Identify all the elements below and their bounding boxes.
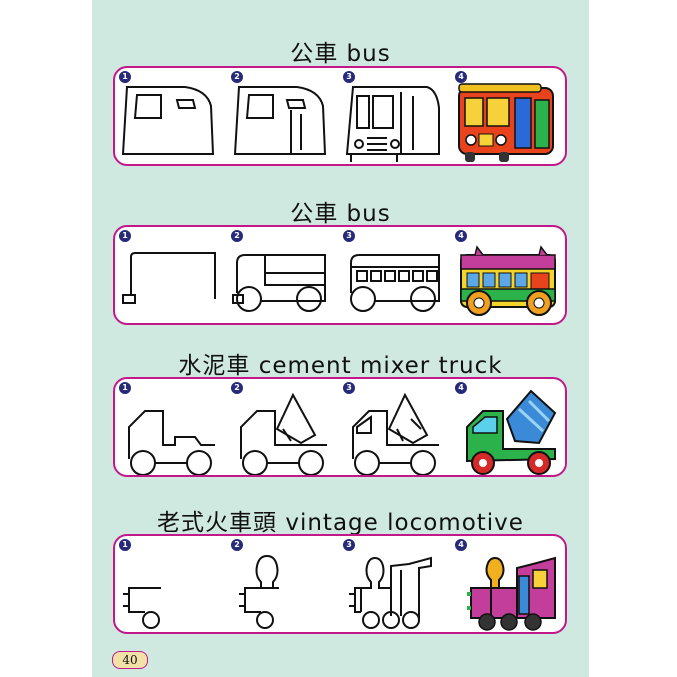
- step-number-badge: 1: [119, 539, 131, 551]
- section-title-cement-mixer: 水泥車 cement mixer truck: [178, 353, 503, 379]
- cement-mixer-drawing-steps: [128, 389, 557, 475]
- step-number-badge: 1: [119, 71, 131, 83]
- step-number-badge: 4: [455, 382, 467, 394]
- step-number-badge: 3: [343, 539, 355, 551]
- section-title-locomotive: 老式火車頭 vintage locomotive: [157, 510, 524, 536]
- step-card-row-bus-1: 1 2 3 4: [113, 66, 567, 166]
- bus-drawing-steps: [121, 83, 554, 162]
- step-number-badge: 4: [455, 539, 467, 551]
- step-number-badge: 1: [119, 230, 131, 242]
- step-number-badge: 2: [231, 230, 243, 242]
- step-number-badge: 4: [455, 71, 467, 83]
- section-title-bus-1: 公車 bus: [290, 41, 391, 67]
- step-card-row-locomotive: 1 2 3 4: [113, 534, 567, 634]
- step-number-badge: 3: [343, 382, 355, 394]
- step-number-badge: 2: [231, 382, 243, 394]
- step-number-badge: 2: [231, 71, 243, 83]
- page-number: 40: [112, 651, 148, 669]
- step-number-badge: 3: [343, 71, 355, 83]
- step-card-row-cement-mixer: 1 2 3 4: [113, 377, 567, 477]
- step-number-badge: 1: [119, 382, 131, 394]
- bus-2-drawing-steps: [122, 245, 556, 316]
- locomotive-drawing-steps: [123, 554, 556, 631]
- step-number-badge: 2: [231, 539, 243, 551]
- section-title-bus-2: 公車 bus: [290, 201, 391, 227]
- step-number-badge: 3: [343, 230, 355, 242]
- step-card-row-bus-2: 1 2 3 4: [113, 225, 567, 325]
- step-number-badge: 4: [455, 230, 467, 242]
